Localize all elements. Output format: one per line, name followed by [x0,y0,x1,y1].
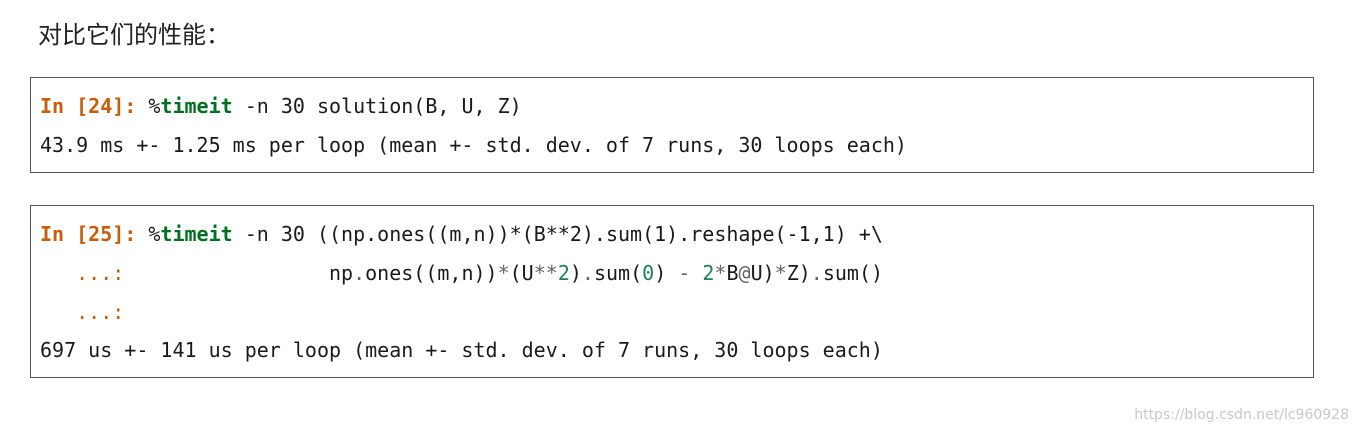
code-operator: @ [738,261,751,285]
code-input-line-3: ...: [40,300,124,324]
code-text: -n 30 solution(B, U, Z) [232,94,522,118]
code-operator: ** [533,261,558,285]
code-token: Z) [786,261,811,285]
code-number: 2 [557,261,570,285]
intro-text: 对比它们的性能： [38,21,230,49]
code-operator: . [810,261,823,285]
input-prompt: In [24]: [40,94,137,118]
code-token: sum( [593,261,643,285]
code-input-line-1: In [25]: %timeit -n 30 ((np.ones((m,n))*… [40,222,883,246]
code-indent [124,261,329,285]
code-operator: * [714,261,727,285]
code-number: 2 [702,261,715,285]
code-token: B [726,261,739,285]
code-token: sum() [822,261,884,285]
cell-output: 43.9 ms +- 1.25 ms per loop (mean +- std… [40,133,907,157]
magic-command: timeit [160,222,233,246]
code-cell-24[interactable]: In [24]: %timeit -n 30 solution(B, U, Z)… [30,77,1314,173]
code-input-line-2: ...: np.ones((m,n))*(U**2).sum(0) - 2*B@… [40,261,883,285]
code-input-line: In [24]: %timeit -n 30 solution(B, U, Z) [40,94,522,118]
code-token [690,261,702,285]
code-token: U) [750,261,775,285]
input-prompt: In [25]: [40,222,137,246]
continuation-prompt: ...: [76,261,125,285]
code-token: ) [569,261,582,285]
code-token: ones((m,n)) [365,261,498,285]
continuation-prompt: ...: [76,300,125,324]
code-cell-25[interactable]: In [25]: %timeit -n 30 ((np.ones((m,n))*… [30,205,1314,378]
cell-output: 697 us +- 141 us per loop (mean +- std. … [40,338,883,362]
code-operator: * [497,261,510,285]
code-text: -n 30 ((np.ones((m,n))*(B**2).sum(1).res… [232,222,883,246]
code-number: 0 [642,261,655,285]
code-token: (U [509,261,534,285]
code-token: np [329,261,354,285]
code-operator: * [774,261,787,285]
magic-percent: % [148,222,161,246]
magic-command: timeit [160,94,233,118]
code-operator: . [353,261,366,285]
watermark-url: https://blog.csdn.net/lc960928 [1134,407,1349,423]
code-operator: - [678,261,691,285]
magic-percent: % [148,94,161,118]
code-token: ) [654,261,679,285]
code-operator: . [581,261,594,285]
